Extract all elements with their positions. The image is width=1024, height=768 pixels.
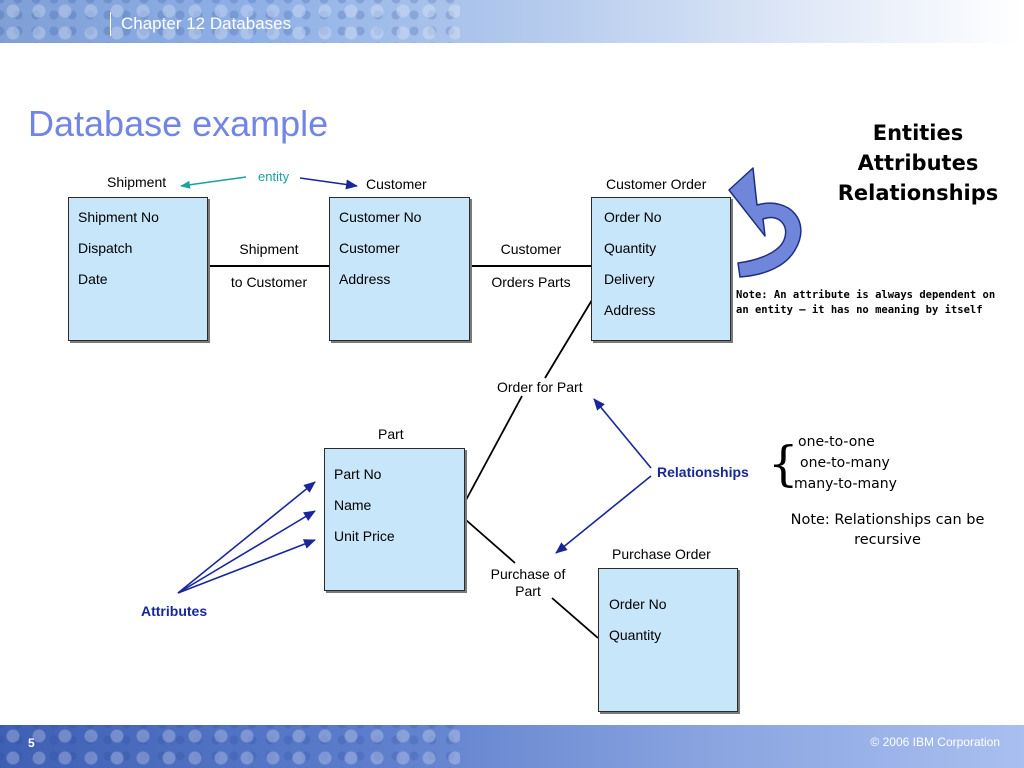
line-order-to-order-for-part [544, 299, 593, 379]
field-dispatch: Dispatch [78, 240, 133, 256]
concepts-heading: Entities Attributes Relationships [835, 118, 1001, 208]
copyright: © 2006 IBM Corporation [870, 735, 1000, 749]
heading-attributes: Attributes [857, 151, 979, 175]
attributes-arrow-part-no [177, 481, 316, 594]
attributes-arrow-name [177, 510, 316, 594]
entity-arrow-to-shipment [180, 176, 247, 189]
header-bar: Chapter 12 Databases [0, 0, 1024, 43]
entity-annotation-label: entity [258, 169, 290, 184]
header-pattern [0, 0, 460, 43]
rel-type-one-to-many: one-to-many [800, 455, 890, 471]
field-order-no: Order No [604, 209, 662, 225]
page-number: 5 [28, 736, 35, 750]
rel-shipment-to-customer-line2: to Customer [230, 274, 308, 290]
heading-relationships: Relationships [837, 181, 999, 205]
line-order-for-part-to-part [465, 395, 523, 501]
field-date: Date [78, 271, 108, 287]
entity-box-customer-order: Order No Quantity Delivery Address [591, 197, 731, 341]
rel-purchase-of-part-line1: Purchase of [490, 566, 566, 582]
rel-order-for-part: Order for Part [497, 379, 583, 395]
entity-box-customer: Customer No Customer Address [329, 197, 470, 341]
curved-arrow-icon [728, 167, 802, 278]
field-delivery-address: Address [604, 302, 656, 318]
entity-title-part: Part [378, 426, 404, 442]
rel-purchase-of-part: Purchase of Part [478, 566, 578, 600]
line-purchase-of-part-to-order [551, 597, 599, 639]
field-po-order-no: Order No [609, 596, 667, 612]
entity-title-shipment: Shipment [107, 174, 167, 190]
field-unit-price: Unit Price [334, 528, 395, 544]
rel-customer-orders-parts-line2: Orders Parts [491, 274, 571, 290]
relationships-arrow-up [593, 398, 652, 469]
relationships-arrow-down [555, 475, 652, 554]
field-po-quantity: Quantity [609, 627, 662, 643]
footer-bar [0, 725, 1024, 768]
field-customer-no: Customer No [339, 209, 422, 225]
field-customer: Customer [339, 240, 400, 256]
rel-customer-orders-parts-line1: Customer [500, 241, 562, 257]
field-customer-address: Address [339, 271, 391, 287]
footer-pattern [0, 725, 460, 768]
attributes-annotation-label: Attributes [141, 603, 208, 619]
rel-type-many-to-many: many-to-many [794, 476, 897, 492]
chapter-title: Chapter 12 Databases [110, 12, 421, 36]
attributes-arrow-unit-price [177, 539, 316, 594]
entity-title-customer-order: Customer Order [606, 176, 707, 192]
slide-title: Database example [28, 103, 329, 144]
rel-purchase-of-part-line2: Part [515, 583, 541, 599]
entity-box-purchase-order: Order No Quantity [598, 568, 738, 712]
field-part-no: Part No [334, 466, 382, 482]
field-delivery: Delivery [604, 271, 655, 287]
entity-title-purchase-order: Purchase Order [612, 546, 711, 562]
attribute-note: Note: An attribute is always dependent o… [736, 289, 996, 316]
line-part-to-purchase-of-part [465, 519, 516, 564]
entity-box-part: Part No Name Unit Price [324, 448, 465, 591]
rel-type-one-to-one: one-to-one [798, 434, 875, 450]
heading-entities: Entities [872, 121, 964, 145]
field-shipment-no: Shipment No [78, 209, 159, 225]
field-name: Name [334, 497, 372, 513]
entity-box-shipment: Shipment No Dispatch Date [68, 197, 208, 341]
brace-icon: { [768, 436, 799, 492]
entity-arrow-to-customer [299, 177, 358, 190]
rel-shipment-to-customer-line1: Shipment [239, 241, 299, 257]
entity-title-customer: Customer [366, 176, 427, 192]
field-quantity: Quantity [604, 240, 657, 256]
relationships-annotation-label: Relationships [657, 464, 749, 480]
recursive-note: Note: Relationships can be recursive [790, 512, 985, 548]
